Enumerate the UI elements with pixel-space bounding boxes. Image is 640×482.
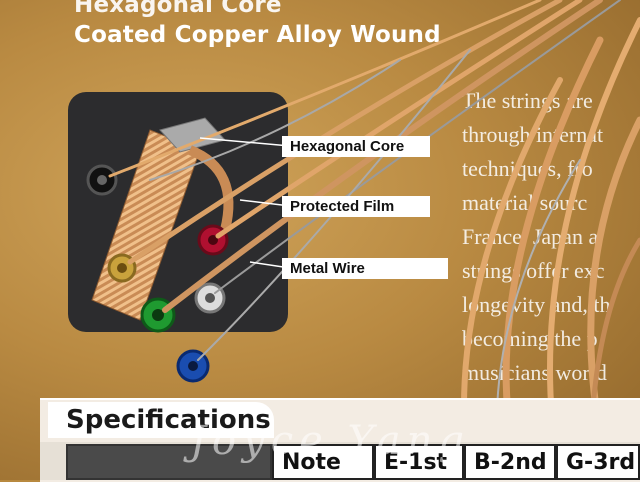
string-6 — [197, 49, 471, 361]
specifications-title: Specifications — [48, 402, 274, 438]
label-metal-wire: Metal Wire — [282, 258, 448, 279]
watermark-text: Joyce Yang — [190, 418, 471, 464]
string-5 — [214, 0, 621, 294]
header-line-2: Coated Copper Alloy Wound — [74, 22, 441, 48]
string-7 — [149, 59, 401, 181]
spec-cell-g3: G-3rd — [556, 444, 640, 480]
body-line: becoming the p — [462, 326, 598, 351]
string-1 — [108, 0, 542, 178]
header-line-1: Hexagonal Core — [74, 0, 282, 18]
string-3 — [215, 0, 583, 239]
leader-line-film — [239, 199, 291, 207]
string-2 — [127, 0, 563, 265]
spec-cell-b2: B-2nd — [464, 444, 556, 480]
label-protected-film: Protected Film — [282, 196, 430, 217]
spec-cell-note: Note — [272, 444, 374, 480]
leader-line-core — [199, 137, 291, 147]
label-hexagonal-core: Hexagonal Core — [282, 136, 430, 157]
spec-cell-e1: E-1st — [374, 444, 464, 480]
ball-end-blue-icon — [176, 349, 210, 383]
body-line: musicians world — [462, 360, 607, 385]
spec-cell-blank — [66, 444, 272, 480]
ball-end-black-icon — [86, 164, 118, 196]
string-4 — [162, 0, 603, 313]
body-line: longevity and, th — [462, 292, 611, 317]
